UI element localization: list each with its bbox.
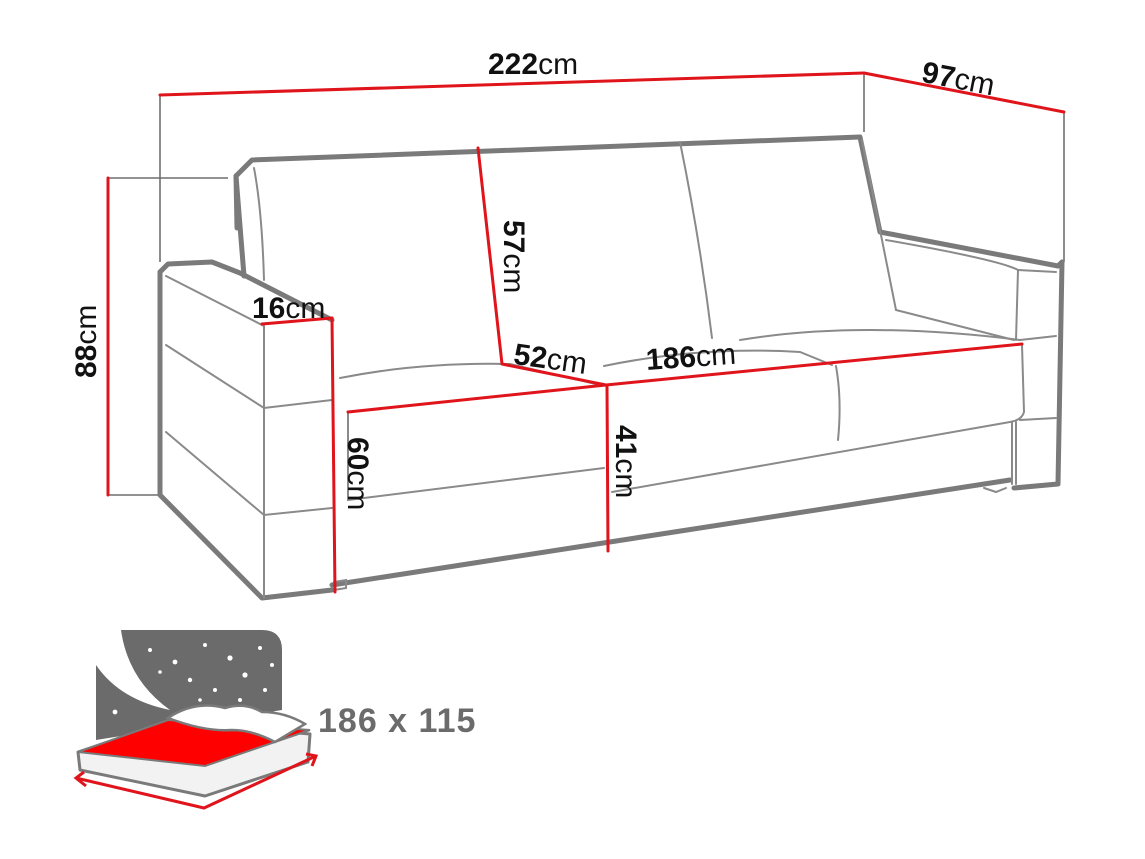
label-unit: cm — [538, 48, 579, 81]
bed-night-icon — [73, 630, 319, 810]
armrest-width-line — [260, 316, 334, 326]
guide-lines — [108, 73, 1065, 496]
dimension-lines — [106, 71, 1066, 594]
label-unit: cm — [70, 304, 103, 345]
label-value: 57 — [497, 220, 530, 254]
label-value: 16 — [252, 292, 286, 325]
seat-front-line — [346, 383, 608, 414]
seat-height-line — [605, 383, 610, 553]
label-value: 52 — [511, 338, 550, 376]
label-seat-width: 186cm — [644, 337, 738, 377]
sleeping-area-label: 186 x 115 — [318, 702, 477, 740]
backrest-height-line — [476, 146, 504, 366]
label-seat-height: 41cm — [609, 425, 642, 499]
label-value: 222 — [488, 48, 539, 81]
label-total-width: 222cm — [488, 50, 578, 80]
label-armrest-height: 60cm — [341, 437, 374, 511]
seat-depth-line — [500, 362, 608, 387]
label-armrest-width: 16cm — [252, 294, 325, 324]
label-value: 88 — [70, 344, 103, 378]
sofa-details — [165, 139, 1057, 599]
label-unit: cm — [341, 470, 374, 511]
label-unit: cm — [497, 253, 530, 294]
sofa-outline — [157, 134, 1065, 601]
label-value: 41 — [609, 425, 642, 459]
width-line — [158, 71, 866, 97]
label-unit: cm — [609, 458, 642, 499]
label-unit: cm — [285, 292, 326, 325]
label-backrest-height: 57cm — [497, 220, 530, 294]
depth-line — [862, 71, 1066, 114]
label-value: 186 — [644, 340, 698, 377]
armrest-height-line — [330, 316, 337, 594]
seat-width-line — [604, 342, 1024, 387]
label-unit: cm — [544, 342, 589, 381]
label-value: 60 — [341, 437, 374, 471]
label-total-height: 88cm — [70, 304, 103, 378]
label-unit: cm — [694, 337, 738, 374]
